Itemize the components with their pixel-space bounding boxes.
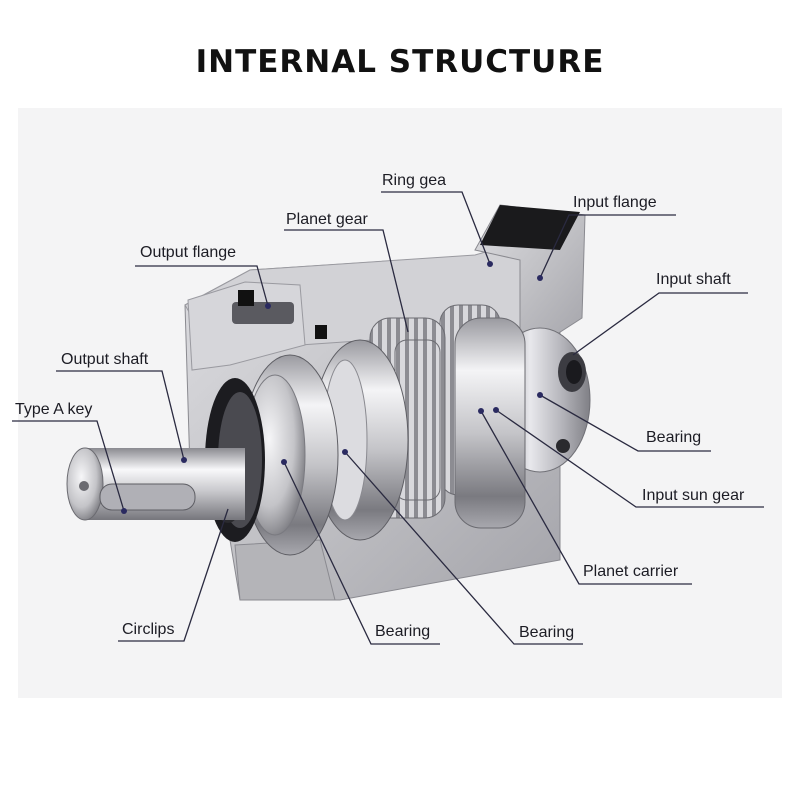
dot-type-a-key	[121, 508, 127, 514]
planet-carrier-disc	[454, 317, 526, 529]
page-title: INTERNAL STRUCTURE	[195, 44, 605, 80]
output-seal	[238, 290, 254, 306]
dot-input-flange	[537, 275, 543, 281]
label-output-flange: Output flange	[140, 244, 237, 261]
label-circlips: Circlips	[122, 621, 175, 638]
housing-seal	[315, 325, 327, 339]
leader-bearing-carrier	[344, 451, 583, 645]
dot-bearing-output	[281, 459, 287, 465]
leader-lines	[12, 191, 764, 645]
leader-bearing-output	[283, 461, 440, 645]
input-screw-hole	[556, 439, 570, 453]
gear-stage	[369, 304, 526, 529]
leader-input-flange	[539, 214, 676, 279]
leader-planet-carrier	[480, 410, 692, 585]
leader-output-flange	[135, 265, 269, 307]
label-bearing-carrier: Bearing	[519, 624, 575, 641]
label-bearing-input: Bearing	[646, 429, 702, 446]
leader-input-sun-gear	[495, 409, 764, 508]
leader-input-shaft	[572, 292, 748, 356]
dot-input-sun-gear	[493, 407, 499, 413]
dot-bearing-carrier	[342, 449, 348, 455]
label-bearing-output: Bearing	[375, 623, 431, 640]
label-input-sun-gear: Input sun gear	[642, 487, 745, 504]
label-ring-gear: Ring gea	[382, 172, 447, 189]
dot-bearing-input	[537, 392, 543, 398]
input-flange-top	[480, 205, 580, 250]
output-shaft	[66, 447, 245, 521]
leader-planet-gear	[284, 229, 409, 333]
leader-ring-gear	[381, 191, 491, 265]
dot-planet-carrier	[478, 408, 484, 414]
input-shaft-hole	[566, 360, 582, 384]
leader-output-shaft	[56, 370, 185, 461]
leader-circlips	[118, 508, 229, 642]
leader-type-a-key	[12, 420, 125, 512]
label-type-a-key: Type A key	[15, 401, 93, 418]
type-a-key-body	[99, 483, 196, 511]
label-input-flange: Input flange	[573, 194, 657, 211]
leader-dots	[121, 261, 543, 514]
dot-output-shaft	[181, 457, 187, 463]
label-output-shaft: Output shaft	[61, 351, 149, 368]
dot-ring-gear	[487, 261, 493, 267]
dot-output-flange	[265, 303, 271, 309]
label-input-shaft: Input shaft	[656, 271, 731, 288]
output-shaft-center	[79, 481, 89, 491]
label-planet-gear: Planet gear	[286, 211, 368, 228]
label-planet-carrier: Planet carrier	[583, 563, 679, 580]
leader-bearing-input	[539, 394, 711, 452]
output-flange-slot	[232, 302, 294, 324]
